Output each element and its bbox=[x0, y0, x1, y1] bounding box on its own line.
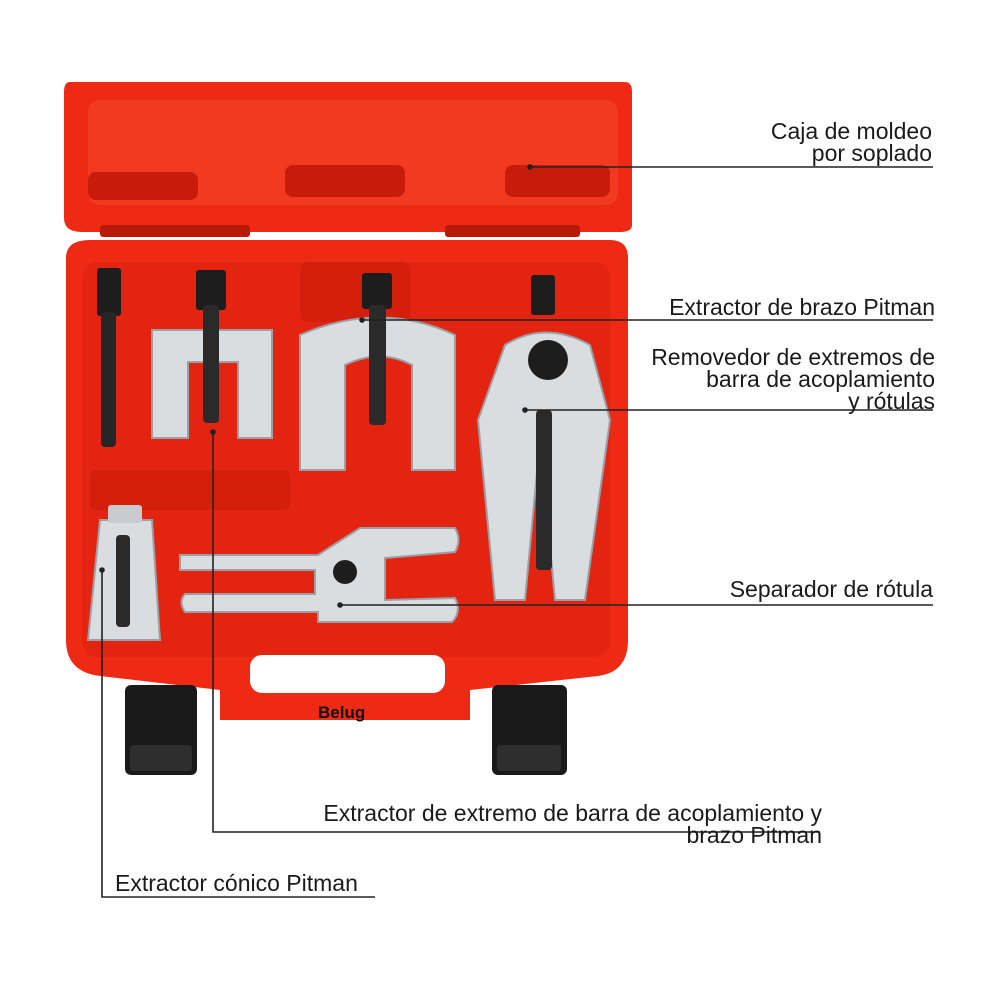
pitman-arm-puller bbox=[299, 273, 456, 471]
tie-rod-pitman-puller bbox=[151, 270, 273, 439]
callout-cone-pitman-puller: Extractor cónico Pitman bbox=[115, 870, 358, 896]
leader-lines bbox=[99, 164, 933, 898]
callout-tie-rod-pitman-puller: Extractor de extremo de barra de acoplam… bbox=[323, 800, 822, 848]
brand-logo-text: Belug bbox=[318, 703, 366, 722]
callout-line: y rótulas bbox=[848, 388, 935, 414]
case-latches bbox=[125, 685, 567, 775]
tie-rod-ball-joint-remover bbox=[476, 275, 612, 601]
case-lid bbox=[64, 82, 632, 237]
forcing-screw bbox=[97, 268, 121, 447]
callout-line: brazo Pitman bbox=[686, 822, 822, 848]
callout-line: barra de acoplamiento bbox=[706, 366, 935, 392]
callout-tie-rod-ball-joint-remover: Removedor de extremos de barra de acopla… bbox=[651, 344, 935, 414]
cone-pitman-puller bbox=[86, 505, 162, 641]
callout-pitman-arm-puller: Extractor de brazo Pitman bbox=[669, 294, 935, 320]
ball-joint-separator bbox=[179, 527, 460, 623]
callout-line: Separador de rótula bbox=[729, 576, 933, 602]
callout-line: Extractor de extremo de barra de acoplam… bbox=[323, 800, 822, 826]
callout-line: Extractor cónico Pitman bbox=[115, 870, 358, 896]
callout-ball-joint-separator: Separador de rótula bbox=[729, 576, 933, 602]
callout-blow-molded-case: Caja de moldeo por soplado bbox=[770, 118, 932, 166]
callout-line: Extractor de brazo Pitman bbox=[669, 294, 935, 320]
callout-line: Removedor de extremos de bbox=[651, 344, 935, 370]
callout-line: por soplado bbox=[811, 140, 932, 166]
callout-line: Caja de moldeo bbox=[770, 118, 932, 144]
